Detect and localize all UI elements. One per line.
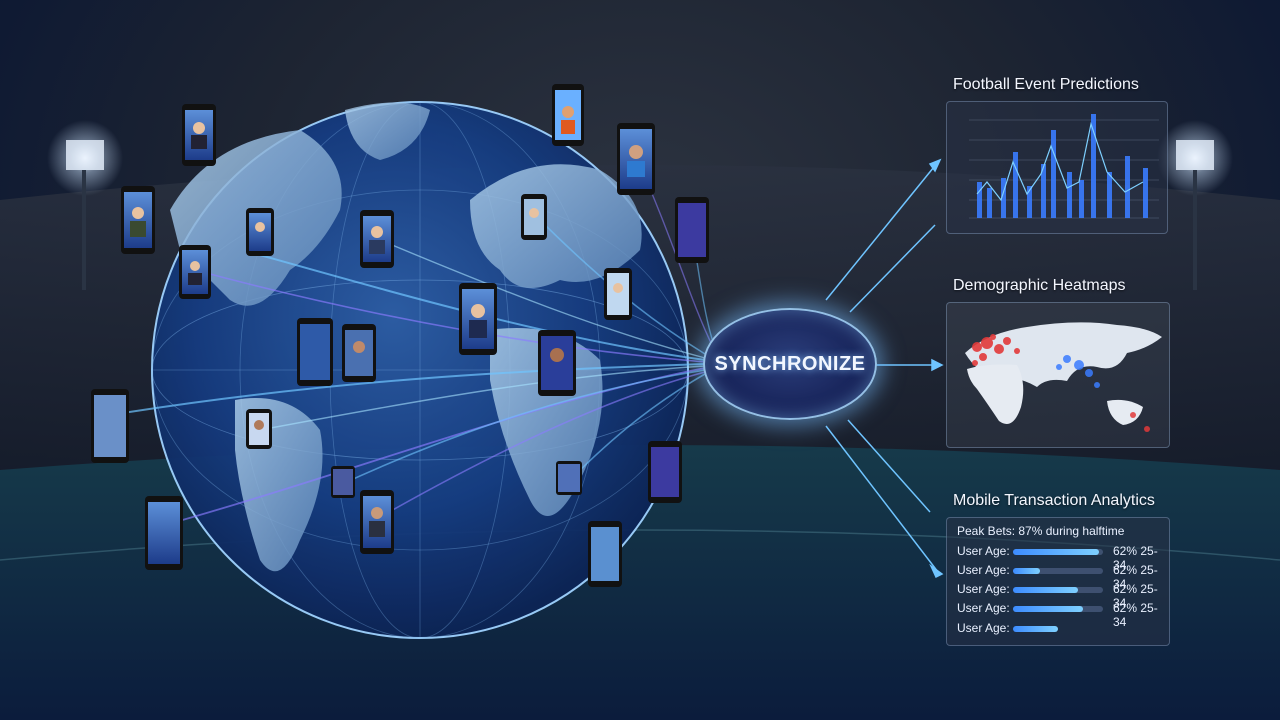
analytics-row: User Age: 62% 25-34 xyxy=(957,544,1167,572)
synchronize-label: SYNCHRONIZE xyxy=(714,352,866,375)
progress-fill xyxy=(1013,587,1078,593)
phone-device xyxy=(342,324,376,382)
predictions-chart xyxy=(969,114,1159,219)
phone-device xyxy=(675,197,709,263)
heatmap-panel xyxy=(946,302,1170,448)
predictions-title: Football Event Predictions xyxy=(953,76,1139,93)
phone-devices xyxy=(91,84,709,587)
predictions-panel xyxy=(946,101,1168,234)
row-value: 62% 25-34 xyxy=(1113,544,1158,572)
phone-device xyxy=(521,194,547,240)
row-value: 62% 25-34 xyxy=(1113,563,1158,591)
synchronize-node: SYNCHRONIZE xyxy=(703,308,877,420)
phone-device xyxy=(246,409,272,449)
phone-device xyxy=(648,441,682,503)
row-value: 62% 25-34 xyxy=(1113,601,1158,629)
progress-track xyxy=(1013,568,1103,574)
analytics-row: User Age: 62% 25-34 xyxy=(957,601,1167,629)
analytics-panel: Peak Bets: 87% during halftime User Age:… xyxy=(946,517,1170,646)
phone-device xyxy=(604,268,632,320)
heatmap-title: Demographic Heatmaps xyxy=(953,277,1126,294)
row-value: 62% 25-34 xyxy=(1113,582,1158,610)
phone-device xyxy=(556,461,582,495)
phone-device xyxy=(91,389,129,463)
phone-device xyxy=(617,123,655,195)
peak-bets-text: Peak Bets: 87% during halftime xyxy=(957,524,1125,538)
analytics-title: Mobile Transaction Analytics xyxy=(953,492,1155,509)
phone-device xyxy=(360,210,394,268)
progress-fill xyxy=(1013,626,1058,632)
progress-fill xyxy=(1013,568,1040,574)
row-label: User Age: xyxy=(957,601,1010,615)
world-heatmap xyxy=(965,322,1162,432)
phone-device xyxy=(179,245,211,299)
analytics-row: User Age: xyxy=(957,621,1167,637)
progress-track xyxy=(1013,606,1103,612)
phone-device xyxy=(538,330,576,396)
row-label: User Age: xyxy=(957,621,1010,635)
row-label: User Age: xyxy=(957,563,1010,577)
globe xyxy=(151,101,689,639)
progress-track xyxy=(1013,587,1103,593)
row-label: User Age: xyxy=(957,544,1010,558)
phone-device xyxy=(331,466,355,498)
phone-device xyxy=(552,84,584,146)
phone-device xyxy=(297,318,333,386)
progress-fill xyxy=(1013,549,1099,555)
phone-device xyxy=(145,496,183,570)
phone-device xyxy=(360,490,394,554)
progress-track xyxy=(1013,626,1103,632)
progress-track xyxy=(1013,549,1103,555)
phone-device xyxy=(246,208,274,256)
phone-device xyxy=(459,283,497,355)
analytics-row: User Age: 62% 25-34 xyxy=(957,582,1167,610)
data-arrows xyxy=(825,158,944,579)
row-label: User Age: xyxy=(957,582,1010,596)
phone-device xyxy=(182,104,216,166)
progress-fill xyxy=(1013,606,1084,612)
analytics-row: User Age: 62% 25-34 xyxy=(957,563,1167,591)
phone-device xyxy=(588,521,622,587)
phone-device xyxy=(121,186,155,254)
